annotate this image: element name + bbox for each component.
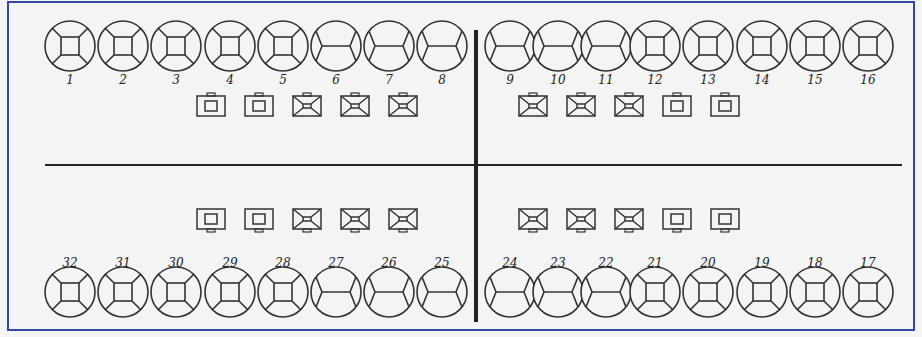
tooth-number: 7 xyxy=(385,73,393,87)
tooth-number: 31 xyxy=(115,256,130,270)
tooth-number: 9 xyxy=(506,73,514,87)
tooth-number: 8 xyxy=(438,73,446,87)
tooth-number: 10 xyxy=(550,73,565,87)
tooth-number: 11 xyxy=(598,73,613,87)
tooth-number: 18 xyxy=(807,256,822,270)
tooth-number: 14 xyxy=(754,73,769,87)
lower-teeth xyxy=(45,267,893,317)
tooth-number: 6 xyxy=(332,73,340,87)
tooth-number: 20 xyxy=(700,256,715,270)
tooth-number: 27 xyxy=(328,256,343,270)
tooth-number: 4 xyxy=(226,73,234,87)
tooth-number: 21 xyxy=(647,256,662,270)
tooth-number: 12 xyxy=(647,73,662,87)
tooth-number: 19 xyxy=(754,256,769,270)
tooth-number: 24 xyxy=(502,256,517,270)
tooth-number: 2 xyxy=(119,73,127,87)
tooth-number: 26 xyxy=(381,256,396,270)
tooth-number: 17 xyxy=(860,256,875,270)
tooth-number: 16 xyxy=(860,73,875,87)
tooth-number: 3 xyxy=(172,73,180,87)
tooth-number: 13 xyxy=(700,73,715,87)
tooth-number: 5 xyxy=(279,73,287,87)
tooth-number: 30 xyxy=(168,256,183,270)
tooth-number: 29 xyxy=(222,256,237,270)
frame xyxy=(8,2,914,330)
tooth-number: 1 xyxy=(66,73,74,87)
upper-icons xyxy=(197,93,739,116)
tooth-number: 28 xyxy=(275,256,290,270)
tooth-number: 15 xyxy=(807,73,822,87)
midline xyxy=(474,30,478,322)
jaw-divider xyxy=(45,164,902,166)
tooth-number: 23 xyxy=(550,256,565,270)
tooth-number: 32 xyxy=(62,256,77,270)
tooth-number: 22 xyxy=(598,256,613,270)
tooth-number: 25 xyxy=(434,256,449,270)
upper-teeth xyxy=(45,21,893,71)
lower-icons xyxy=(197,209,739,232)
